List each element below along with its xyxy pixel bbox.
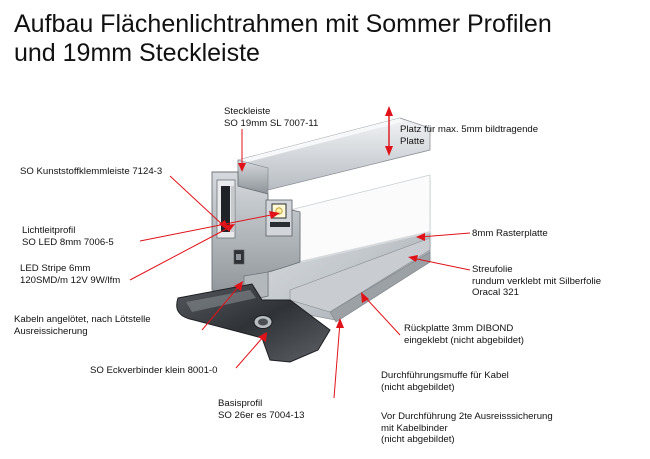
leader-lines	[129, 129, 471, 399]
label-platz-line-1: Platz für max. 5mm bildtragende	[400, 124, 539, 135]
label-kabeln-line-2: Ausreissicherung	[14, 325, 88, 337]
leader-rueckplatte	[363, 295, 401, 336]
label-led-stripe: LED Stripe 6mm 120SMD/m 12V 9W/lfm	[20, 263, 120, 286]
label-rueckplatte: Rückplatte 3mm DIBOND eingeklebt (nicht …	[404, 323, 524, 346]
arrowhead-basisprofil	[336, 318, 344, 328]
arrowhead-rasterplatte	[416, 233, 425, 241]
arrowhead-eckverbinder	[258, 332, 267, 342]
leader-kabeln	[201, 284, 241, 331]
label-kabeln-line-1: Kabeln angelötet, nach Lötstelle	[14, 314, 151, 325]
label-streufolie-line-2: rundum verklebt mit Silberfolie	[472, 275, 602, 287]
label-basisprofil-line-1: Basisprofil	[218, 398, 263, 409]
label-kabelbinder-line-3: (nicht abgebildet)	[381, 434, 455, 445]
diffuser-foil	[299, 231, 431, 263]
label-steckleiste-line-1: Steckleiste	[224, 106, 271, 117]
label-kabelbinder-line-1: Vor Durchführung 2te Ausreisssicherung	[381, 411, 553, 422]
label-rueckplatte-line-2: eingeklebt (nicht abgebildet)	[404, 334, 525, 346]
label-rasterplatte: 8mm Rasterplatte	[472, 228, 548, 240]
label-durchfuehrung-line-1: Durchführungsmuffe für Kabel	[381, 370, 509, 381]
title-line-2: und 19mm Steckleiste	[14, 39, 260, 67]
corner-connector-bracket-shine	[186, 290, 256, 312]
diagram-title: Aufbau Flächenlichtrahmen mit Sommer Pro…	[14, 10, 644, 68]
base-profile-step-lower	[289, 237, 431, 313]
leader-led-stripe	[129, 225, 233, 281]
label-steckleiste: Steckleiste SO 19mm SL 7007-11	[224, 106, 318, 129]
label-klemmleiste-line-1: SO Kunststoffklemmleiste 7124-3	[20, 166, 163, 177]
label-kabelbinder-line-2: mit Kabelbinder	[381, 422, 448, 434]
label-lichtleitprofil-line-1: Lichtleitprofil	[22, 225, 76, 236]
plate-space-indicator-head-bottom	[385, 146, 393, 156]
leader-rasterplatte	[419, 232, 471, 238]
arrowhead-klemmleiste	[219, 220, 229, 231]
label-led-stripe-line-1: LED Stripe 6mm	[20, 263, 91, 274]
label-basisprofil: Basisprofil SO 26er es 7004-13	[218, 398, 304, 421]
arrowhead-rueckplatte	[361, 292, 369, 303]
corner-connector-screw-hole-inner	[258, 318, 268, 326]
cable-port-slot	[236, 254, 241, 260]
arrowhead-streufolie	[408, 255, 418, 262]
clamp-strip-highlight	[231, 186, 234, 232]
clamp-strip-insert	[221, 186, 230, 232]
label-basisprofil-line-2: SO 26er es 7004-13	[218, 409, 305, 421]
label-klemmleiste: SO Kunststoffklemmleiste 7124-3	[20, 166, 162, 178]
leader-basisprofil	[333, 321, 341, 399]
arrowhead-steckleiste	[238, 163, 246, 172]
label-rasterplatte-line-1: 8mm Rasterplatte	[472, 228, 548, 239]
label-rueckplatte-line-1: Rückplatte 3mm DIBOND	[404, 323, 514, 334]
leader-arrowheads	[219, 163, 425, 342]
label-durchfuehrung: Durchführungsmuffe für Kabel (nicht abge…	[381, 370, 509, 393]
title-line-1: Aufbau Flächenlichtrahmen mit Sommer Pro…	[14, 10, 552, 38]
label-streufolie-line-1: Streufolie	[472, 264, 513, 275]
arrowhead-lichtleitprofil	[269, 211, 280, 219]
label-steckleiste-line-2: SO 19mm SL 7007-11	[224, 117, 319, 129]
led-base	[270, 222, 290, 227]
label-kabelbinder: Vor Durchführung 2te Ausreisssicherung m…	[381, 411, 553, 446]
arrowhead-kabeln	[234, 281, 243, 291]
leader-klemmleiste	[169, 175, 227, 229]
label-platz: Platz für max. 5mm bildtragende Platte	[400, 124, 538, 147]
label-platz-line-2: Platte	[400, 135, 425, 147]
label-streufolie: Streufolie rundum verklebt mit Silberfol…	[472, 264, 601, 299]
label-streufolie-line-3: Oracal 321	[472, 287, 519, 298]
leader-lichtleitprofil	[139, 213, 277, 242]
label-kabeln: Kabeln angelötet, nach Lötstelle Ausreis…	[14, 314, 151, 337]
leader-eckverbinder	[235, 335, 265, 369]
arrowhead-led-stripe	[225, 224, 235, 232]
clamp-profile-top-ridge	[238, 118, 402, 164]
plate-space-indicator-head-top	[385, 106, 393, 116]
leader-streufolie	[411, 257, 471, 271]
label-led-stripe-line-2: 120SMD/m 12V 9W/lfm	[20, 274, 121, 286]
label-eckverbinder-line-1: SO Eckverbinder klein 8001-0	[90, 365, 218, 376]
label-eckverbinder: SO Eckverbinder klein 8001-0	[90, 365, 217, 377]
label-durchfuehrung-line-2: (nicht abgebildet)	[381, 381, 455, 393]
label-lichtleitprofil: Lichtleitprofil SO LED 8mm 7006-5	[22, 225, 114, 248]
label-lichtleitprofil-line-2: SO LED 8mm 7006-5	[22, 236, 114, 248]
